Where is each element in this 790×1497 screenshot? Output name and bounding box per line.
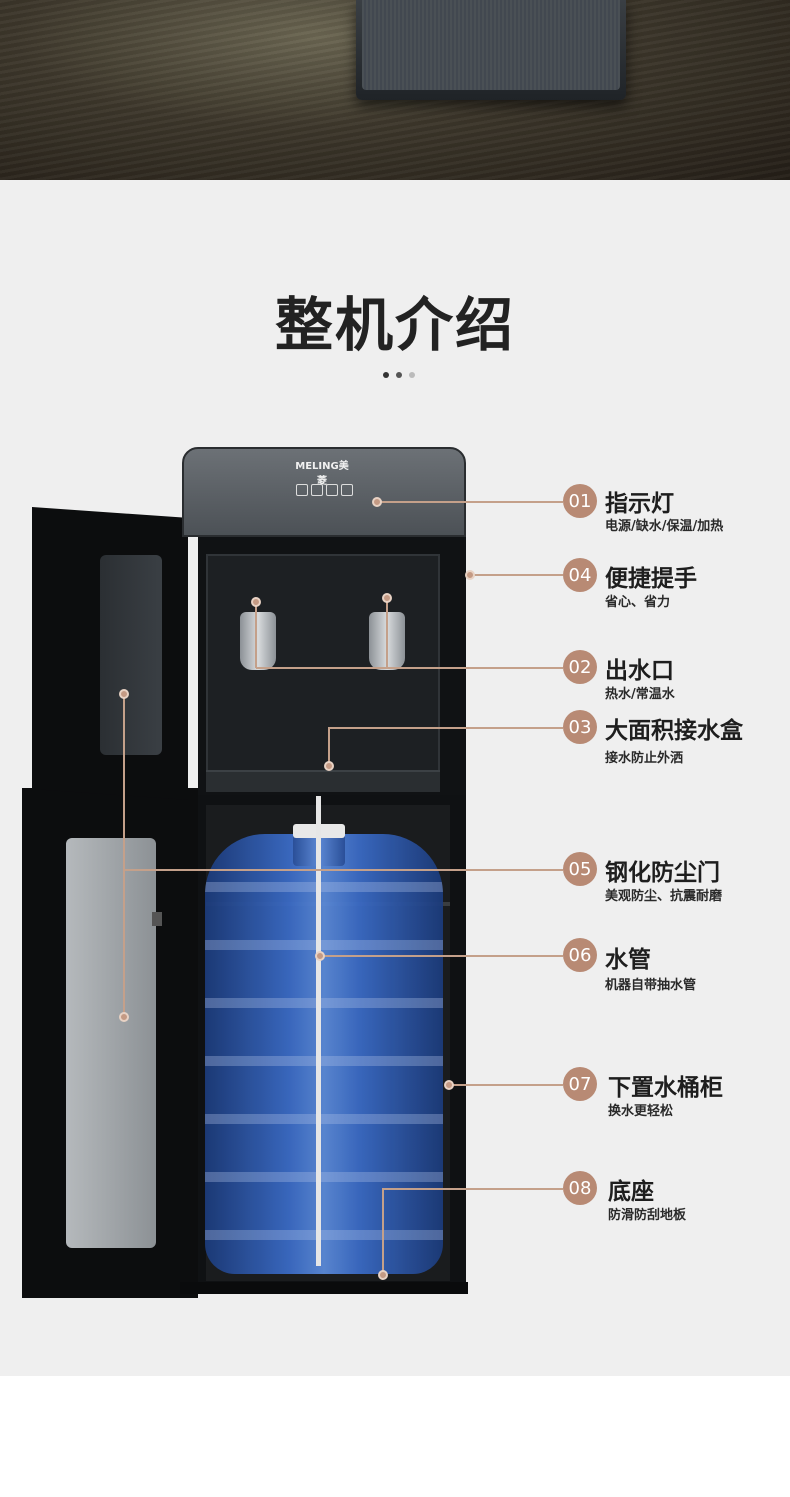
callout-title-08: 底座 [608, 1179, 654, 1205]
leader-line-07 [449, 1084, 563, 1086]
pin-04 [465, 570, 475, 580]
callout-title-03: 大面积接水盒 [605, 718, 743, 744]
page-title: 整机介绍 [274, 291, 515, 359]
glass-panel [362, 0, 620, 90]
pin-05b [119, 1012, 129, 1022]
pin-08 [378, 1270, 388, 1280]
pin-02a [251, 597, 261, 607]
leader-line-02-left [255, 601, 257, 668]
leader-line-03-vertical [328, 727, 330, 766]
callout-subtitle-03: 接水防止外洒 [605, 751, 684, 766]
water-bottle [205, 834, 443, 1274]
dispenser-base [180, 1282, 468, 1294]
pin-07 [444, 1080, 454, 1090]
pagination-dot-2[interactable] [396, 372, 402, 378]
callout-number-05: 05 [563, 852, 597, 886]
tempered-glass-door-panel [66, 838, 156, 1248]
callout-subtitle-02: 热水/常温水 [605, 687, 675, 702]
leader-line-05 [124, 869, 563, 871]
leader-line-03 [329, 727, 563, 729]
callout-subtitle-05: 美观防尘、抗震耐磨 [605, 889, 723, 904]
dispenser-top-view [356, 0, 626, 100]
pagination-dot-1[interactable] [383, 372, 389, 378]
callout-title-04: 便捷提手 [605, 566, 697, 592]
upper-door-glass [100, 555, 162, 755]
brand-logo: MELING美菱 [295, 461, 349, 487]
callout-title-02: 出水口 [605, 658, 674, 684]
low-water-indicator-icon[interactable] [311, 484, 323, 496]
leader-line-01 [377, 501, 563, 503]
callout-number-02: 02 [563, 650, 597, 684]
pagination-dot-3[interactable] [409, 372, 415, 378]
callout-title-05: 钢化防尘门 [605, 860, 720, 886]
water-tube [316, 796, 321, 1266]
callout-number-08: 08 [563, 1171, 597, 1205]
callout-title-06: 水管 [605, 947, 651, 973]
door-hinge [152, 912, 162, 926]
pin-05a [119, 689, 129, 699]
keep-warm-indicator-icon[interactable] [326, 484, 338, 496]
callout-subtitle-08: 防滑防刮地板 [608, 1208, 687, 1223]
leader-line-02 [256, 667, 563, 669]
top-banner-image [0, 0, 790, 180]
pin-01 [372, 497, 382, 507]
hot-water-tap [240, 612, 276, 670]
leader-line-04 [470, 574, 563, 576]
leader-line-08 [383, 1188, 563, 1190]
callout-subtitle-04: 省心、省力 [605, 595, 671, 610]
callout-title-01: 指示灯 [605, 491, 674, 517]
callout-subtitle-06: 机器自带抽水管 [605, 978, 697, 993]
pin-06 [315, 951, 325, 961]
leader-line-06 [320, 955, 563, 957]
callout-title-07: 下置水桶柜 [608, 1075, 723, 1101]
leader-line-02-right [386, 597, 388, 668]
callout-number-04: 04 [563, 558, 597, 592]
leader-line-08-vertical [382, 1188, 384, 1274]
pin-02b [382, 593, 392, 603]
callout-number-07: 07 [563, 1067, 597, 1101]
leader-line-05-vertical [123, 694, 125, 1017]
drip-tray [206, 770, 440, 792]
dispensing-area [206, 554, 440, 788]
callout-subtitle-01: 电源/缺水/保温/加热 [605, 519, 724, 534]
callout-number-01: 01 [563, 484, 597, 518]
callout-subtitle-07: 换水更轻松 [608, 1104, 674, 1119]
pin-03 [324, 761, 334, 771]
heating-indicator-icon[interactable] [341, 484, 353, 496]
callout-number-03: 03 [563, 710, 597, 744]
control-panel [182, 447, 466, 537]
callout-number-06: 06 [563, 938, 597, 972]
power-indicator-icon[interactable] [296, 484, 308, 496]
